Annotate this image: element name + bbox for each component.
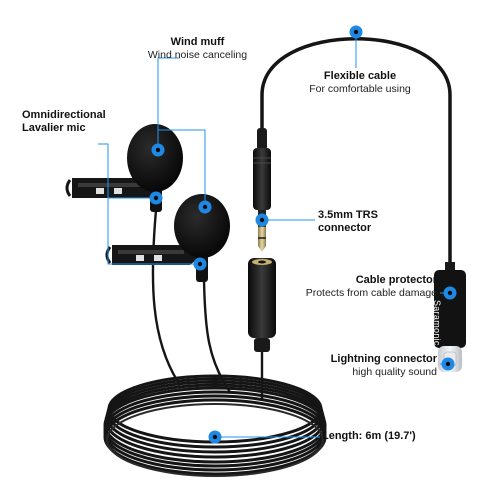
mic-cables [151,209,264,400]
marker-wind-muff-lower [198,200,212,214]
callout-title: 3.5mm TRS connector [318,209,378,235]
callout-subtitle: Protects from cable damage [305,287,437,300]
callout-subtitle: For comfortable using [309,83,411,96]
marker-wind-muff [151,143,165,157]
callout-subtitle: high quality sound [352,366,437,379]
marker-length [208,430,222,444]
lavalier-clip-lower [105,245,202,265]
callout-title: Length: 6m (19.7') [322,430,416,442]
marker-lightning-connector [441,357,455,371]
trs-socket [248,258,276,352]
callout-title: Lightning connector [330,353,437,365]
callout-wind-muff: Wind muff Wind noise canceling [140,36,255,62]
callout-subtitle: Wind noise canceling [147,49,248,62]
callout-markers [149,25,457,444]
callout-flexible-cable: Flexible cable For comfortable using [295,70,425,96]
callout-title: Flexible cable [323,70,397,82]
marker-lavalier-lower [193,257,207,271]
marker-trs-connector [255,213,269,227]
callout-lavalier-mic: Omnidirectional Lavalier mic [22,109,116,135]
coiled-cable [103,374,327,477]
wind-muff-upper [127,124,183,212]
callout-trs-connector: 3.5mm TRS connector [318,209,408,235]
callout-cable-protector: Cable protector Protects from cable dama… [284,274,437,300]
callout-lightning-connector: Lightning connector high quality sound [304,353,437,379]
trs-plug [253,128,271,252]
callout-title: Cable protector [355,274,437,286]
marker-cable-protector [443,286,457,300]
marker-flexible-cable [349,25,363,39]
brand-imprint: Saramonic [432,300,442,346]
callout-title: Omnidirectional Lavalier mic [22,109,106,135]
callout-length: Length: 6m (19.7') [322,430,452,443]
callout-title: Wind muff [170,36,225,48]
marker-lavalier-upper [149,191,163,205]
